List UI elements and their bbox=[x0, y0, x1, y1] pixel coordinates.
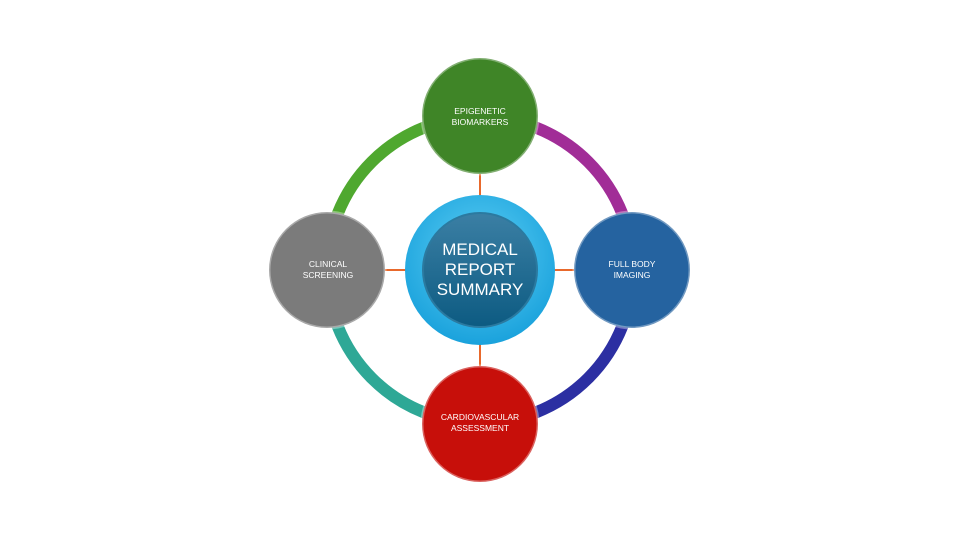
label-cardiovascular-assessment: CARDIOVASCULAR ASSESSMENT bbox=[441, 412, 519, 434]
center-title: MEDICAL REPORT SUMMARY bbox=[437, 240, 524, 300]
center-title-line: MEDICAL bbox=[442, 240, 518, 259]
label-clinical-screening: CLINICAL SCREENING bbox=[303, 259, 354, 281]
label-full-body-imaging: FULL BODY IMAGING bbox=[609, 259, 656, 281]
node-cardiovascular-assessment[interactable] bbox=[420, 364, 540, 484]
node-label-line: BIOMARKERS bbox=[451, 117, 509, 127]
node-label-line: ASSESSMENT bbox=[450, 423, 510, 433]
center-hub bbox=[422, 212, 538, 328]
node-clinical-screening[interactable] bbox=[267, 210, 387, 330]
center-title-line: REPORT bbox=[444, 260, 516, 279]
node-label-line: IMAGING bbox=[613, 270, 651, 280]
node-label-line: CARDIOVASCULAR bbox=[440, 412, 520, 422]
node-full-body-imaging[interactable] bbox=[572, 210, 692, 330]
node-label-line: FULL BODY bbox=[608, 259, 656, 269]
label-epigenetic-biomarkers: EPIGENETIC BIOMARKERS bbox=[452, 106, 509, 128]
node-label-line: EPIGENETIC bbox=[454, 106, 506, 116]
node-label-line: CLINICAL bbox=[308, 259, 348, 269]
node-label-line: SCREENING bbox=[302, 270, 354, 280]
center-title-line: SUMMARY bbox=[436, 280, 524, 299]
node-epigenetic-biomarkers[interactable] bbox=[420, 56, 540, 176]
